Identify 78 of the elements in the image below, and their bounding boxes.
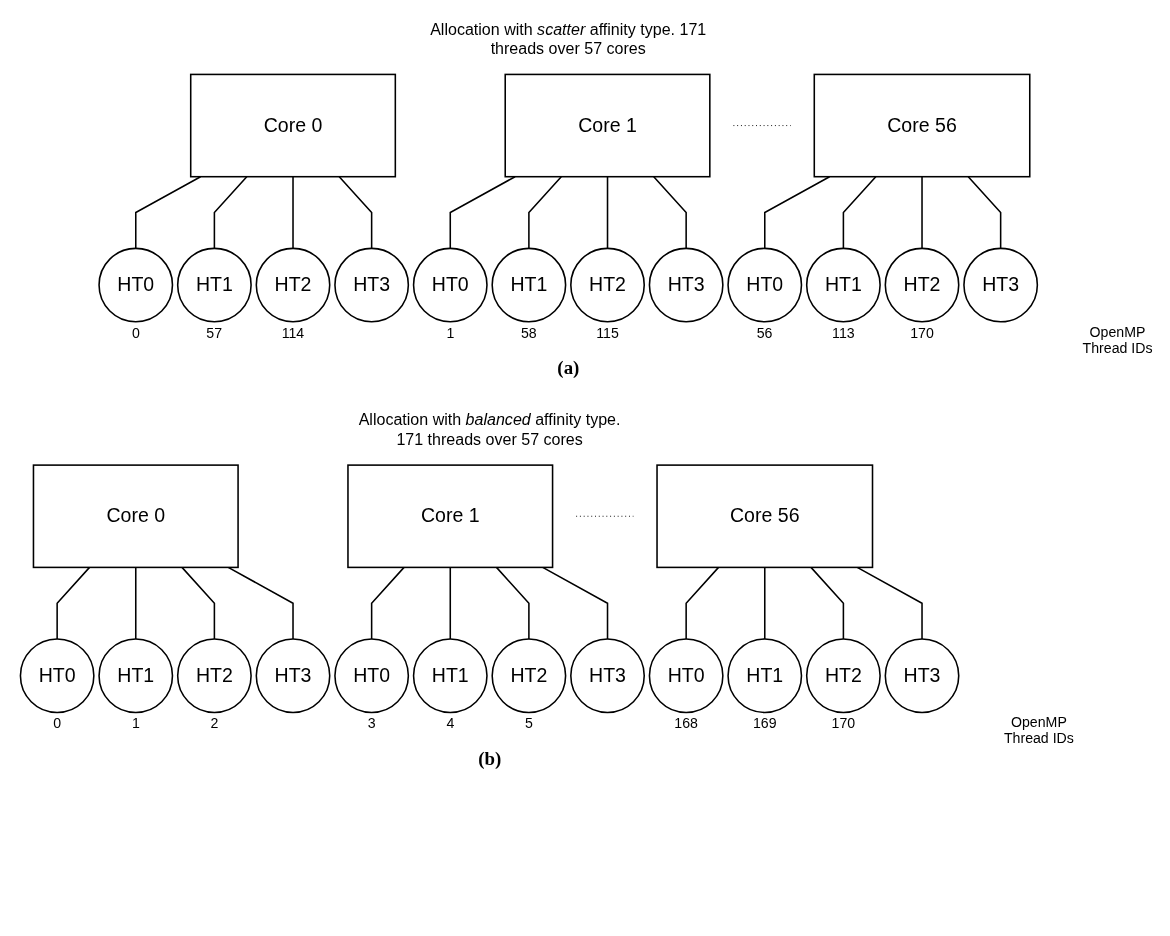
thread-id: 1 — [132, 715, 140, 732]
connector-line — [181, 566, 216, 640]
thread-circle: HT2 — [491, 638, 567, 714]
thread-id: 115 — [596, 324, 619, 341]
thread-id: 57 — [206, 324, 223, 341]
thread-id: 168 — [674, 715, 698, 732]
thread-circle: HT1 — [176, 247, 252, 323]
thread-circle: HT1 — [491, 247, 567, 323]
thread-circle: HT1 — [805, 247, 881, 323]
thread-id: 170 — [910, 324, 934, 341]
thread-circle: HT3 — [334, 247, 410, 323]
thread-circle: HT3 — [255, 638, 331, 714]
thread-circle: HT2 — [805, 638, 881, 714]
thread-circle: HT3 — [648, 247, 724, 323]
connector-line — [842, 175, 877, 250]
thread-id: 114 — [281, 324, 305, 341]
thread-circle: HT1 — [727, 638, 803, 714]
thread-id: 113 — [832, 324, 855, 341]
thread-id: 0 — [132, 324, 140, 341]
connector-line — [292, 175, 294, 250]
connector-line — [213, 175, 248, 250]
thread-circle: HT2 — [255, 247, 331, 323]
connector-line — [856, 566, 923, 640]
connector-line — [606, 175, 609, 250]
connector-line — [449, 175, 516, 250]
thread-circle: HT1 — [412, 638, 488, 714]
thread-id: 4 — [446, 715, 455, 732]
connector-line — [495, 566, 530, 640]
thread-circle: HT3 — [963, 247, 1039, 323]
thread-id: 1 — [446, 324, 455, 341]
panel-caption: (a) — [557, 357, 580, 380]
thread-circle: HT2 — [884, 247, 960, 323]
connector-line — [528, 175, 563, 250]
thread-circle: HT0 — [727, 247, 803, 323]
core-box: Core 1 — [504, 73, 711, 178]
thread-id: 3 — [367, 715, 376, 732]
core-box: Core 0 — [189, 73, 397, 178]
axis-note: OpenMP Thread IDs — [1002, 714, 1075, 747]
connector-line — [541, 566, 609, 640]
connector-line — [967, 175, 1002, 250]
thread-id: 5 — [525, 715, 533, 732]
core-box: Core 1 — [347, 464, 554, 569]
connector-line — [370, 566, 405, 640]
thread-id: 170 — [831, 715, 856, 732]
connector-line — [227, 566, 294, 640]
connector-line — [652, 175, 687, 250]
thread-circle: HT0 — [19, 638, 95, 714]
connector-line — [449, 566, 452, 640]
thread-circle: HT2 — [570, 247, 645, 323]
thread-circle: HT0 — [648, 638, 724, 714]
connector-line — [764, 175, 831, 250]
connector-line — [921, 175, 923, 250]
thread-circle: HT0 — [334, 638, 410, 714]
connector-line — [764, 566, 766, 640]
connector-line — [135, 175, 202, 250]
core-box: Core 56 — [656, 464, 874, 569]
connector-line — [810, 566, 845, 640]
thread-id: 56 — [756, 324, 773, 341]
thread-id: 2 — [210, 715, 219, 732]
connector-line — [338, 175, 373, 250]
thread-id: 0 — [53, 715, 62, 732]
thread-id: 58 — [520, 324, 537, 341]
thread-id: 169 — [753, 715, 777, 732]
thread-circle: HT0 — [412, 247, 488, 323]
connector-line — [135, 566, 137, 640]
thread-circle: HT1 — [98, 638, 174, 714]
panel-caption: (b) — [478, 748, 502, 770]
core-box: Core 56 — [813, 73, 1031, 178]
panel-title: Allocation with balanced affinity type. 171 threads over 57 cores — [357, 411, 622, 450]
thread-circle: HT3 — [570, 638, 645, 714]
thread-circle: HT3 — [884, 638, 960, 714]
core-box: Core 0 — [32, 464, 239, 569]
thread-circle: HT2 — [176, 638, 252, 714]
axis-note: OpenMP Thread IDs — [1081, 323, 1154, 356]
connector-line — [56, 566, 91, 640]
thread-circle: HT0 — [98, 247, 174, 323]
panel-title: Allocation with scatter affinity type. 171 threads over 57 cores — [429, 20, 708, 60]
connector-line — [685, 566, 720, 640]
